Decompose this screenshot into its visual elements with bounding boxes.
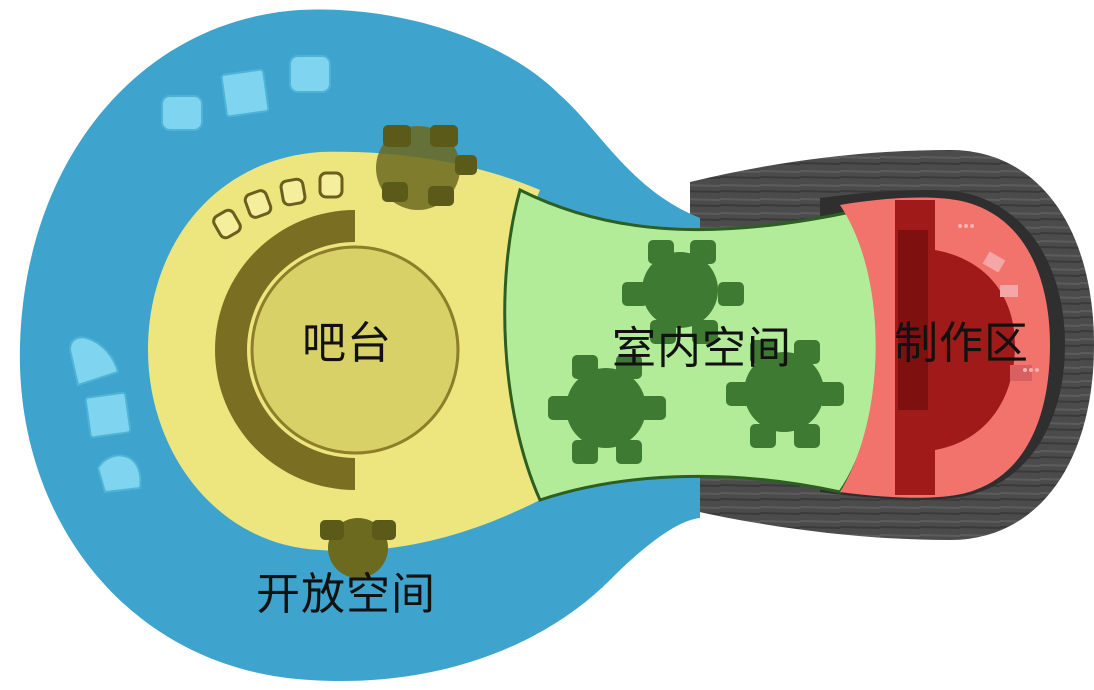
bar-zone-label: 吧台 bbox=[302, 318, 392, 369]
indoor-zone-label: 室内空间 bbox=[612, 323, 792, 374]
armchair-icon bbox=[289, 55, 331, 93]
side-table-icon bbox=[84, 391, 132, 439]
lounge-chair-icon bbox=[96, 454, 142, 494]
bar-stool bbox=[212, 208, 242, 240]
lounge-furniture-top bbox=[161, 55, 331, 131]
production-zone-label: 制作区 bbox=[894, 318, 1029, 369]
bar-round-area bbox=[250, 245, 460, 455]
outdoor-table-bottom bbox=[320, 518, 396, 578]
lounge-furniture-left bbox=[68, 336, 142, 494]
bar-stool bbox=[279, 177, 307, 207]
bar-counter bbox=[215, 210, 355, 490]
production-appliance-icon bbox=[1000, 285, 1018, 297]
bar-stools bbox=[212, 171, 344, 240]
production-counter-inner bbox=[898, 230, 928, 410]
indoor-table-3 bbox=[726, 340, 844, 448]
armchair-icon bbox=[161, 95, 203, 131]
lounge-chair-icon bbox=[68, 336, 120, 387]
outdoor-table-top bbox=[376, 125, 477, 210]
side-table-icon bbox=[220, 68, 270, 118]
production-details bbox=[958, 224, 1039, 372]
production-appliance-icon bbox=[982, 251, 1006, 273]
indoor-table-2 bbox=[548, 355, 666, 464]
bar-stool bbox=[243, 189, 273, 219]
bar-stool bbox=[318, 171, 344, 199]
indoor-table-1 bbox=[622, 240, 744, 344]
open-space-label: 开放空间 bbox=[256, 569, 436, 620]
